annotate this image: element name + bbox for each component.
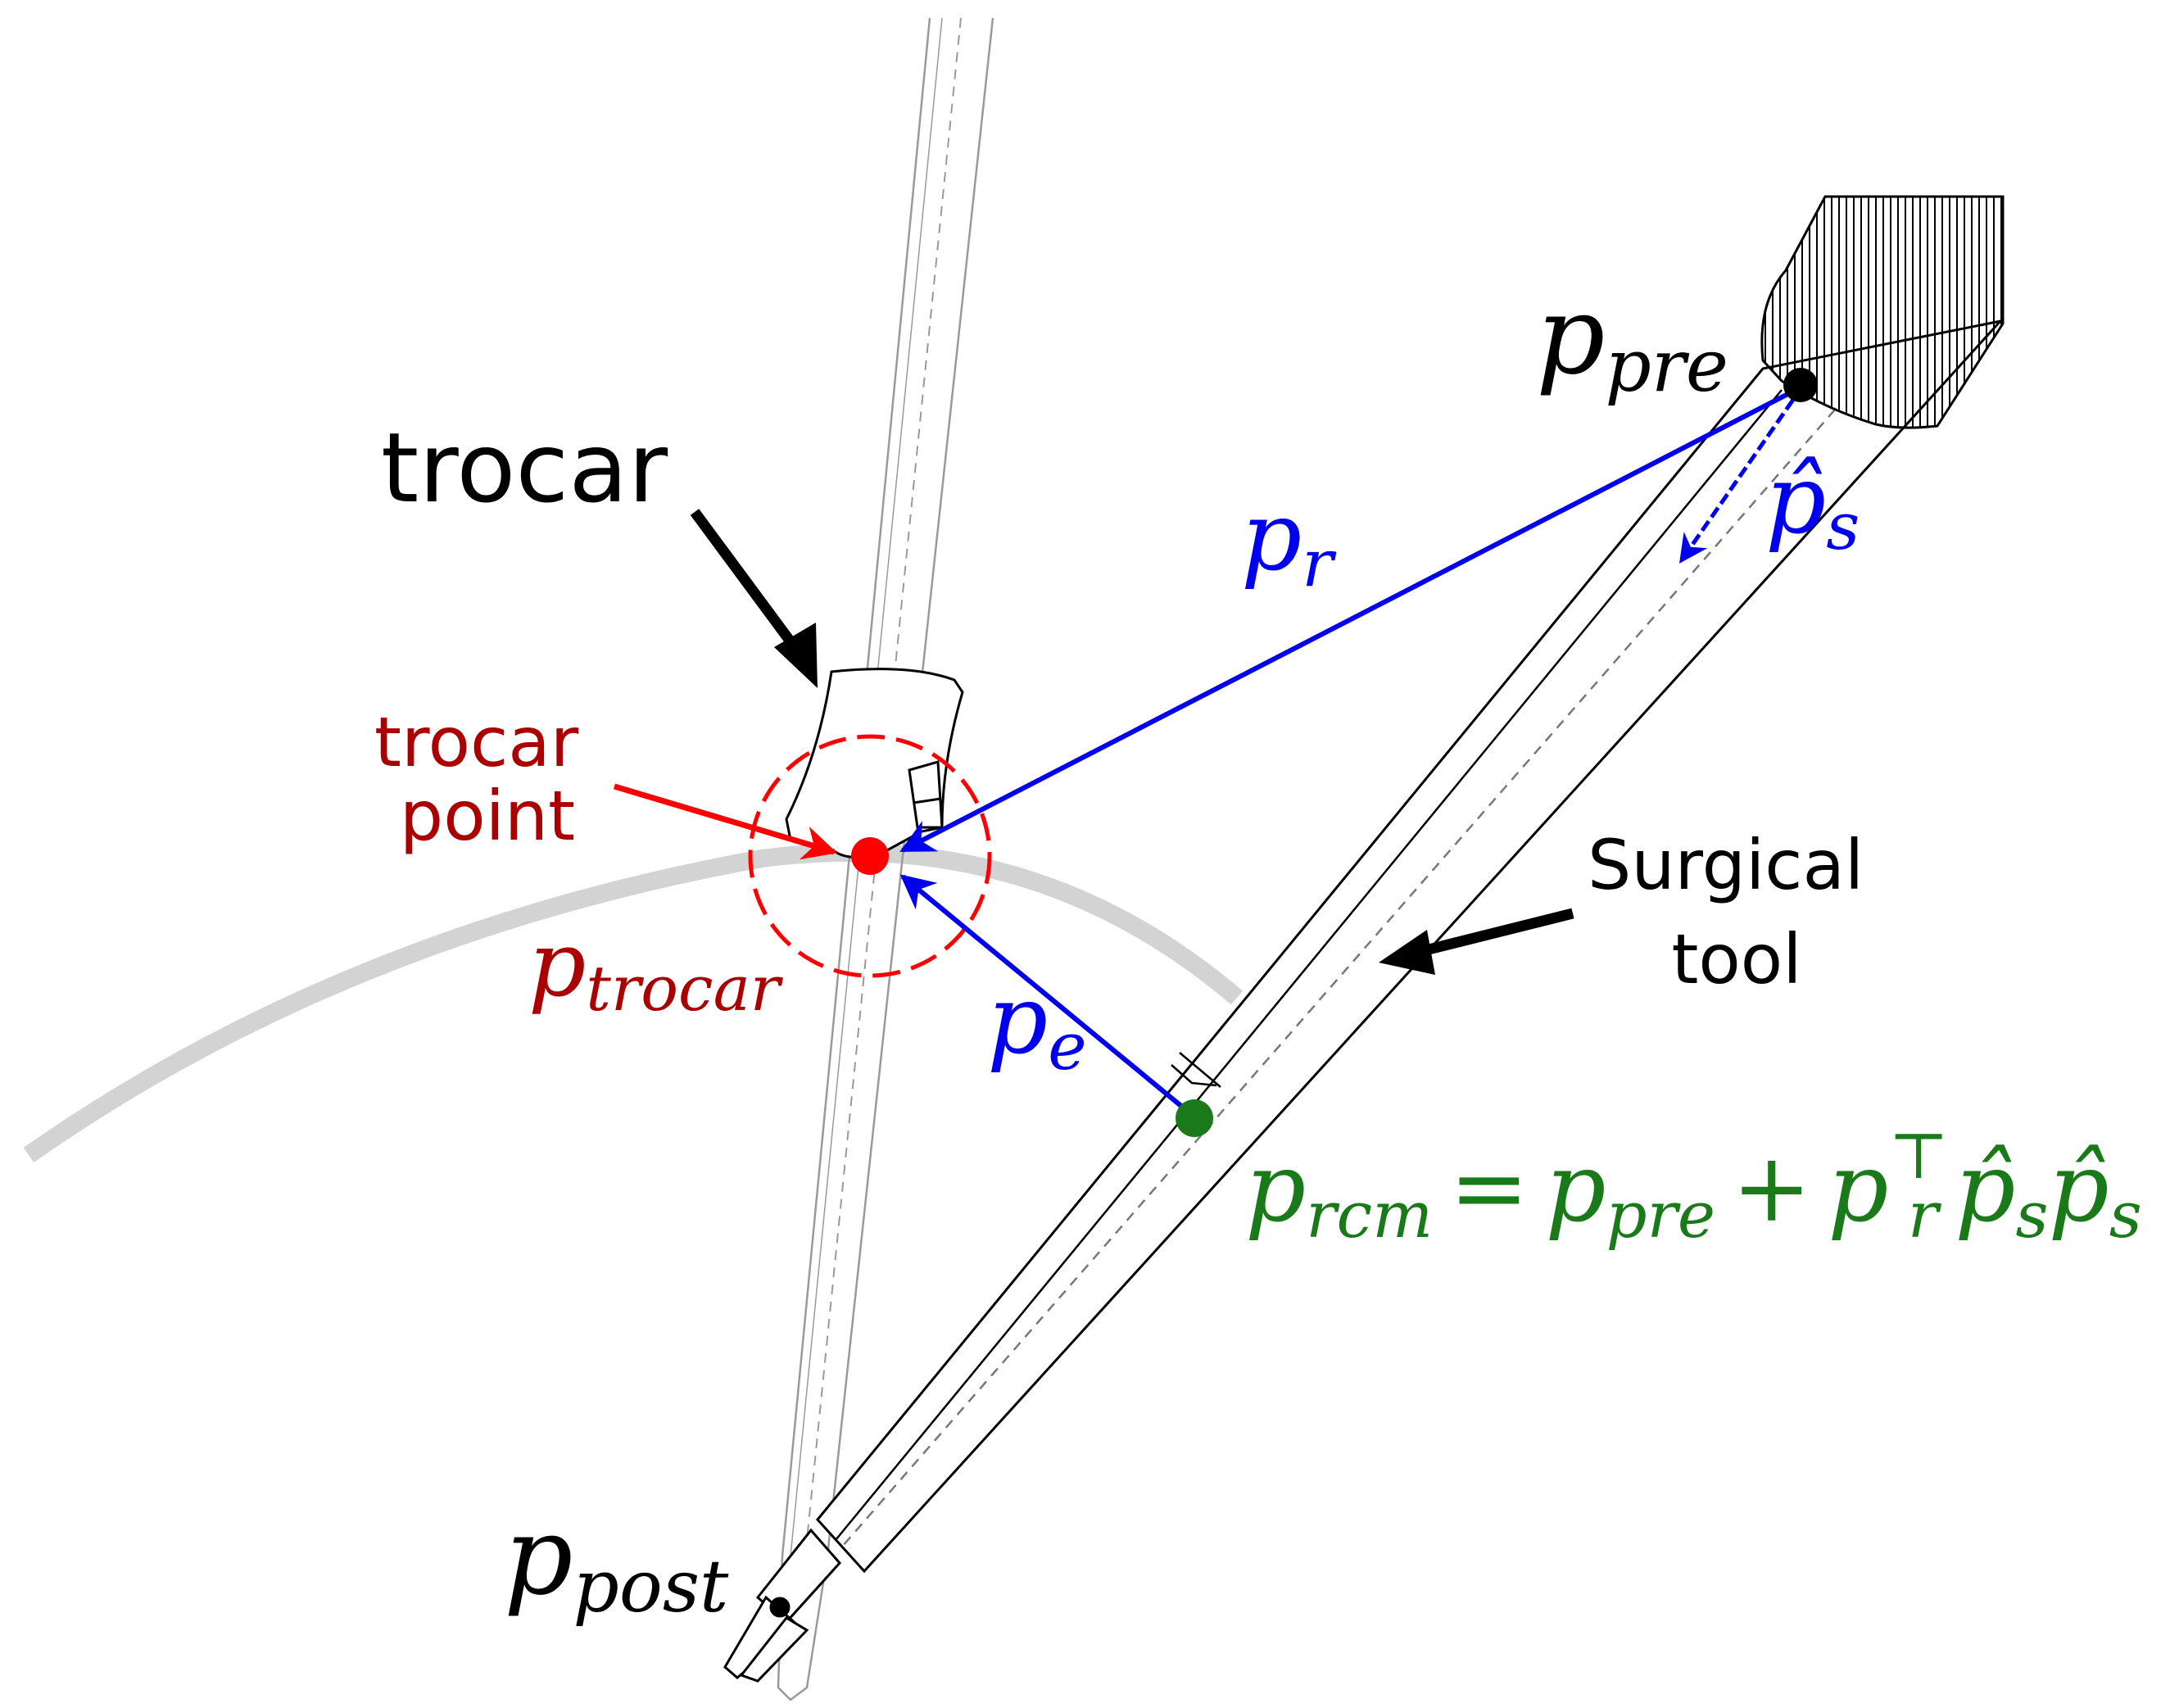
tissue-curve (23, 843, 1244, 1163)
trocar-pointer-arrow (690, 509, 818, 688)
vector-p-s-hat (1678, 385, 1805, 564)
p-rcm-dot (1176, 1099, 1213, 1137)
tool-holder (1760, 195, 2005, 429)
surgical-tool-label: Surgical tool (1588, 825, 1886, 999)
trocar-point-pointer-arrow (613, 783, 838, 860)
p-pre-label: ppre (1536, 273, 1728, 408)
trocar-point-label: trocar point (374, 702, 600, 856)
trocar-body (785, 668, 964, 859)
p-e-label: pe (987, 965, 1087, 1085)
trocar-label: trocar (381, 411, 668, 524)
trocar-point-region (748, 734, 992, 978)
trocar-point-dot (851, 837, 889, 875)
p-trocar-label: ptrocar (528, 912, 784, 1025)
p-s-hat-label: p̂s (1765, 445, 1860, 564)
p-post-label: ppost (504, 1493, 729, 1629)
gripper-tip (723, 1528, 842, 1683)
surgical-tool-pointer-arrow (1379, 908, 1574, 975)
vector-p-r (899, 384, 1804, 853)
p-pre-dot (1783, 368, 1818, 402)
p-r-label: pr (1241, 482, 1337, 601)
vector-p-e (899, 874, 1198, 1121)
